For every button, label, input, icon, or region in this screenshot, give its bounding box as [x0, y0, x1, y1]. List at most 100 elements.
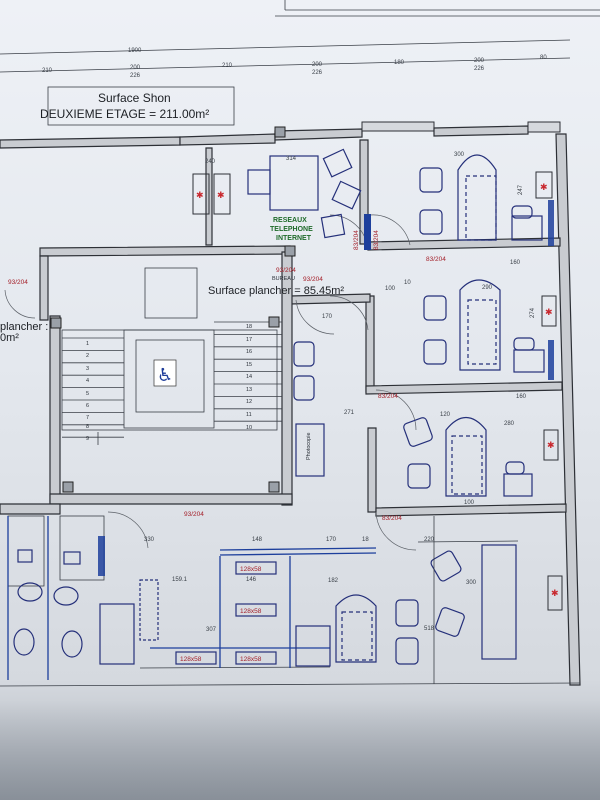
dim-170b: 170: [326, 537, 337, 543]
dim-148: 148: [252, 537, 263, 543]
window-top-right: [527, 121, 561, 133]
dim-182: 182: [328, 578, 339, 584]
chair-corridor-b: [293, 375, 315, 401]
dim-280: 280: [504, 421, 515, 427]
network-label-3: INTERNET: [276, 235, 312, 242]
heater-icon-2: ✱: [217, 190, 225, 200]
partition-stair-bottom: [49, 493, 293, 505]
dim-146: 146: [246, 577, 257, 583]
partition-office-5b: [417, 540, 519, 543]
dim-330: 330: [144, 537, 155, 543]
locker-4-label: 128x58: [240, 656, 262, 663]
radiator-4: [541, 295, 557, 327]
dim-159: 159.1: [172, 577, 188, 583]
chair-office-2a: [419, 167, 443, 193]
stair-landing: [144, 267, 198, 319]
door-leaf-3: [548, 340, 554, 380]
step-3: 3: [86, 366, 89, 372]
step-14: 14: [246, 374, 252, 380]
door-label-8: 83/204: [353, 230, 360, 250]
top-exterior-wall-4: [433, 125, 529, 137]
door-label-6: 93/204: [184, 511, 204, 518]
partition-corridor-top: [39, 245, 291, 257]
partition-bottom-2: [139, 666, 331, 669]
wc-basin-2: [63, 551, 81, 565]
dim-247: 247: [518, 184, 524, 195]
step-4: 4: [86, 378, 89, 384]
dim-300b: 300: [466, 580, 477, 586]
toilet-1: [13, 628, 35, 656]
door-label-5: 83/204: [378, 393, 398, 400]
locker-1-label: 128x58: [240, 566, 262, 573]
left-area-label-1: plancher :: [0, 321, 48, 333]
step-labels-left: 1 2 3 4 5 6 7 8 9: [86, 341, 89, 442]
elevator-car: [135, 339, 205, 413]
photocopier: [295, 423, 325, 477]
chair-office-3c: [513, 337, 535, 351]
stair-steps-left: [62, 337, 124, 438]
bureau-label: BUREAU: [272, 276, 295, 282]
step-labels-right: 18 17 16 15 14 13 12 11 10: [246, 324, 252, 431]
locker-2: [235, 603, 277, 617]
desk-office-1: [269, 155, 319, 211]
step-11: 11: [246, 412, 252, 418]
floor-title: DEUXIEME ETAGE = 211.00m²: [40, 107, 209, 121]
dim-170a: 170: [322, 314, 333, 320]
dim-300a: 300: [454, 152, 465, 158]
step-6: 6: [86, 403, 89, 409]
meeting-table-5-dash: [341, 611, 373, 661]
heater-icon-1: ✱: [196, 190, 204, 200]
dim-line-segments: [0, 57, 571, 73]
locker-4: [235, 651, 277, 665]
right-exterior-wall: [555, 133, 581, 686]
door-leaf-4: [98, 536, 105, 576]
dim-10: 10: [404, 280, 411, 286]
chair-office-1a: [247, 169, 271, 195]
step-9: 9: [86, 436, 89, 442]
dim-top-80: 80: [540, 55, 547, 61]
top-exterior-wall-2: [179, 133, 276, 146]
dim-307: 307: [206, 627, 217, 633]
left-area-label-2: 0m²: [0, 332, 19, 344]
meeting-table-4: [445, 416, 487, 497]
locker-2-label: 128x58: [240, 608, 262, 615]
door-swing-6: [375, 511, 417, 551]
door-label-9: 83/204: [373, 230, 380, 250]
shon-label: Surface Shon: [98, 91, 171, 105]
dim-top-210b: 210: [222, 63, 233, 69]
desk-office-2: [511, 215, 543, 241]
door-label-7: 83/204: [382, 515, 402, 522]
accessibility-sign: [153, 359, 177, 387]
toilet-2: [61, 630, 83, 658]
meeting-table-top: [457, 154, 497, 241]
locker-3: [175, 651, 217, 665]
chair-office-5a: [430, 550, 462, 582]
dim-top-200c: 200: [474, 58, 485, 64]
chair-office-5c: [395, 599, 419, 627]
partition-stair-left: [49, 315, 61, 503]
elevator-shaft: [123, 329, 215, 429]
door-swing-7: [107, 511, 149, 549]
dim-top-226c: 226: [474, 66, 485, 72]
door-swing-4: [329, 295, 369, 331]
radiator-6: [547, 575, 563, 611]
meeting-table-3-dash: [467, 299, 497, 365]
dim-top-total: 1900: [128, 48, 142, 54]
column-1: [274, 126, 286, 138]
window-top: [361, 121, 435, 132]
shower-tray: [99, 603, 135, 665]
dim-220: 220: [424, 537, 435, 543]
stair-steps-right: [214, 321, 282, 422]
radiator-5: [543, 429, 559, 461]
step-16: 16: [246, 349, 252, 355]
radiator-2: [213, 173, 231, 215]
floor-area-label: Surface plancher = 85.45m²: [208, 285, 344, 297]
chair-office-5d: [395, 637, 419, 665]
desk-office-3: [513, 349, 545, 373]
top-exterior-wall-3: [274, 128, 363, 141]
door-label-1: 93/204: [8, 279, 28, 286]
wc-room-1: [7, 515, 45, 587]
top-exterior-wall: [0, 136, 181, 149]
meeting-table-4-dash: [451, 435, 483, 495]
